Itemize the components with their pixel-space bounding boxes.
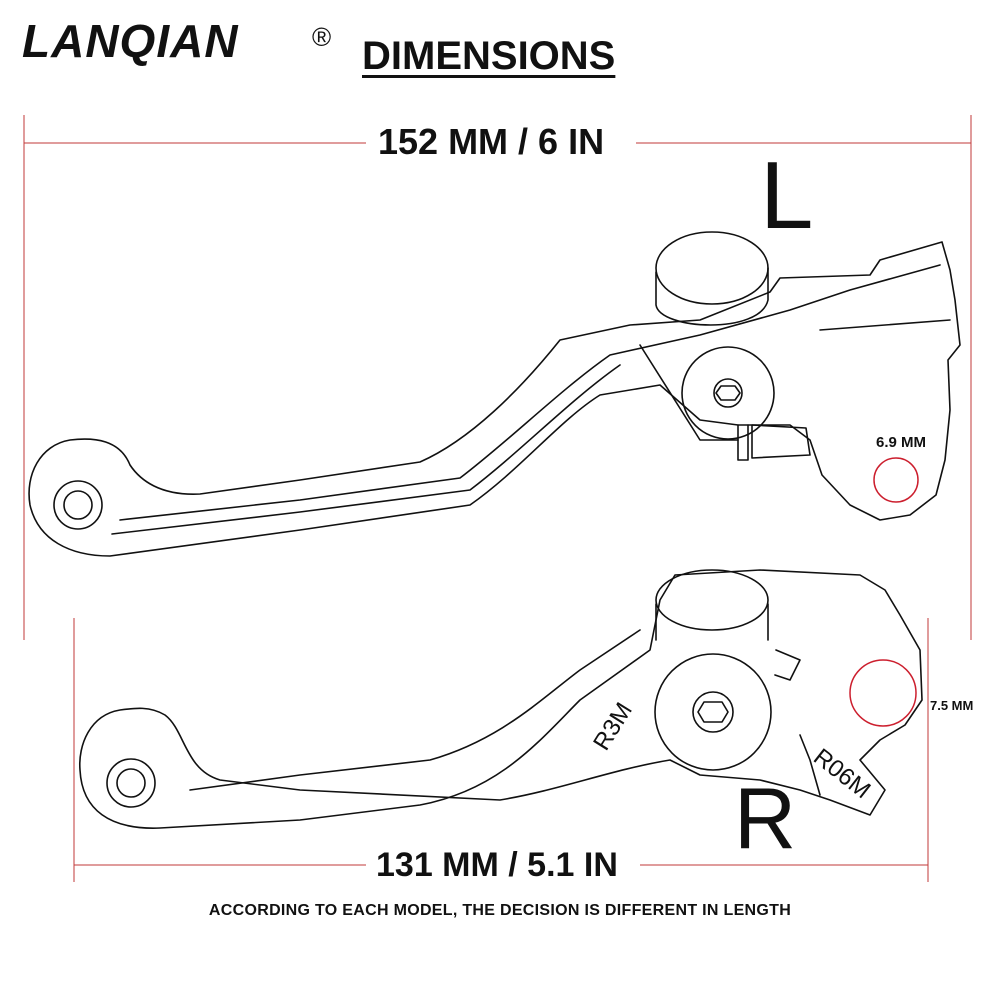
left-lever-drawing [28, 231, 961, 557]
right-lever-length-label: 131 MM / 5.1 IN [376, 846, 618, 884]
page-title: DIMENSIONS [362, 34, 616, 78]
registered-mark: ® [312, 22, 332, 52]
brand-logo: LANQIAN [22, 15, 239, 67]
right-hex-socket [697, 701, 729, 723]
left-pivot-cap [655, 231, 769, 305]
left-pivot-hole [53, 480, 103, 530]
left-hole-size-label: 6.9 MM [876, 434, 927, 451]
right-pivot-hole [106, 758, 156, 808]
right-pivot-hole-inner [116, 768, 146, 798]
right-pivot-cap [655, 569, 769, 631]
engraving-code: R06M [808, 743, 875, 804]
left-adjuster [737, 424, 811, 461]
right-pivot-body [655, 603, 769, 641]
left-lever-outline [28, 241, 961, 557]
right-bolt-head [654, 653, 772, 771]
side-label-right: R [734, 771, 797, 867]
length-note: ACCORDING TO EACH MODEL, THE DECISION IS… [208, 902, 792, 919]
right-perch-edge [774, 649, 821, 796]
left-hole-marker [873, 457, 919, 503]
dimension-lines [23, 115, 972, 882]
right-lever-drawing [79, 569, 923, 829]
right-bolt-socket [692, 691, 734, 733]
left-lever-inner-edge [119, 264, 941, 521]
right-lever-outline [79, 569, 923, 829]
left-pivot-body [655, 267, 769, 326]
right-hole-size-label: 7.5 MM [930, 698, 974, 713]
right-hole-marker [849, 659, 917, 727]
engraving-model: R3M [588, 698, 638, 755]
left-bolt-socket [713, 378, 743, 408]
left-lever-inner-edge-2 [111, 364, 621, 535]
right-lever-inner-edge [189, 629, 641, 791]
left-bolt-head [681, 346, 775, 440]
side-label-left: L [760, 142, 814, 249]
left-lever-length-label: 152 MM / 6 IN [378, 121, 605, 162]
left-hex-socket [715, 385, 741, 401]
left-pivot-hole-inner [63, 490, 93, 520]
left-perch-edge [639, 319, 951, 441]
